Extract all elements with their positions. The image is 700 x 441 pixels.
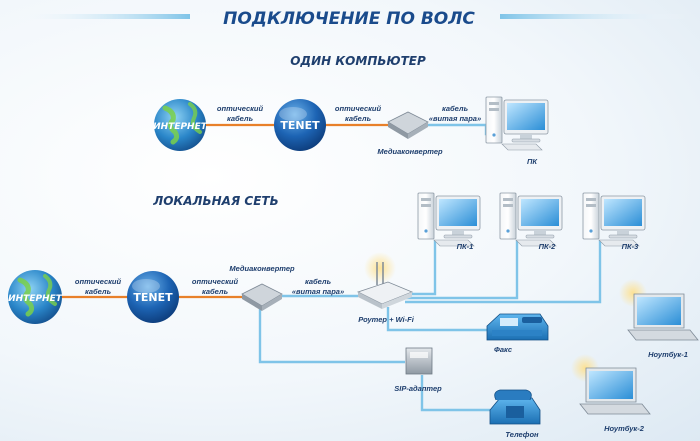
title-bar-right: [500, 14, 690, 19]
globe-icon: [154, 99, 206, 151]
mediaconverter-1: Медиаконвертер: [377, 111, 443, 156]
cable-to-sip: [258, 304, 405, 364]
laptop-icon: [627, 293, 699, 341]
section-title-single: ОДИН КОМПЬЮТЕР: [290, 54, 426, 68]
router-label: Роутер + Wi-Fi: [358, 315, 415, 324]
laptop1-label: Ноутбук-1: [648, 350, 688, 359]
globe-label: ИНТЕРНЕТ: [8, 294, 63, 304]
pc-1: ПК-1: [417, 192, 481, 251]
label-optical-2-line2: кабель: [345, 114, 372, 123]
internet-globe-2: ИНТЕРНЕТ: [8, 270, 63, 324]
pc-single: ПК: [485, 96, 549, 166]
tenet-logo-2: TENET: [127, 271, 179, 323]
label-optical-1-line1: оптический: [217, 104, 264, 113]
monitor-icon: [435, 195, 481, 239]
cable-to-phone: [420, 375, 490, 412]
label-twisted-2-line1: кабель: [305, 277, 332, 286]
pc1-label: ПК-1: [457, 242, 474, 251]
monitor-icon: [503, 99, 549, 143]
cable-to-fax: [386, 307, 487, 332]
fax-label: Факс: [494, 345, 513, 354]
tenet-logo-1: TENET: [274, 99, 326, 151]
tenet-label: TENET: [280, 119, 320, 132]
tenet-label: TENET: [133, 291, 173, 304]
label-twisted-1-line1: кабель: [442, 104, 469, 113]
mediaconverter-icon: [241, 283, 283, 307]
label-twisted-2-line2: «витая пара»: [292, 287, 344, 296]
sip-adapter-icon: [405, 347, 433, 375]
tenet-logo-icon: [274, 99, 326, 151]
pc-tower-icon: [582, 192, 600, 240]
title-bar-left: [10, 14, 190, 19]
label-twisted-1-line2: «витая пара»: [429, 114, 481, 123]
label-optical-1-line2: кабель: [227, 114, 254, 123]
internet-globe-1: ИНТЕРНЕТ: [153, 99, 208, 151]
pc2-label: ПК-2: [539, 242, 557, 251]
laptop2-label: Ноутбук-2: [604, 424, 645, 433]
monitor-icon: [600, 195, 646, 239]
sip-adapter: SIP-адаптер: [394, 347, 442, 393]
mediaconverter-2-label: Медиаконвертер: [229, 264, 295, 273]
sip-label: SIP-адаптер: [394, 384, 442, 393]
section-title-lan: ЛОКАЛЬНАЯ СЕТЬ: [152, 194, 278, 208]
mediaconverter-2: [241, 283, 283, 311]
label-optical-3-line2: кабель: [85, 287, 112, 296]
laptop-icon: [579, 367, 651, 415]
phone-label: Телефон: [505, 430, 539, 439]
pc-tower-icon: [499, 192, 517, 240]
cable-to-pc1: [405, 240, 437, 296]
pc-tower-icon: [417, 192, 435, 240]
label-optical-4-line2: кабель: [202, 287, 229, 296]
cable-to-pc3: [405, 240, 602, 304]
laptop-1: Ноутбук-1: [619, 279, 699, 359]
keyboard-icon: [501, 143, 543, 151]
monitor-icon: [517, 195, 563, 239]
label-optical-4-line1: оптический: [192, 277, 239, 286]
fax-device: Факс: [486, 313, 549, 354]
page-title: ПОДКЛЮЧЕНИЕ ПО ВОЛС: [223, 9, 475, 29]
label-optical-2-line1: оптический: [335, 104, 382, 113]
tenet-logo-icon: [127, 271, 179, 323]
pc-tower-icon: [485, 96, 503, 144]
laptop-2: Ноутбук-2: [571, 354, 651, 433]
globe-label: ИНТЕРНЕТ: [153, 122, 208, 132]
wifi-glow-icon: [364, 252, 396, 284]
cable-to-pc2: [405, 240, 519, 300]
pc-label: ПК: [527, 157, 538, 166]
pc3-label: ПК-3: [622, 242, 640, 251]
mediaconverter-icon: [387, 111, 429, 135]
pc-2: ПК-2: [499, 192, 563, 251]
mediaconverter-1-label: Медиаконвертер: [377, 147, 443, 156]
router-wifi: Роутер + Wi-Fi: [356, 252, 415, 324]
label-optical-3-line1: оптический: [75, 277, 122, 286]
phone-device: Телефон: [489, 389, 541, 439]
pc-3: ПК-3: [582, 192, 646, 251]
